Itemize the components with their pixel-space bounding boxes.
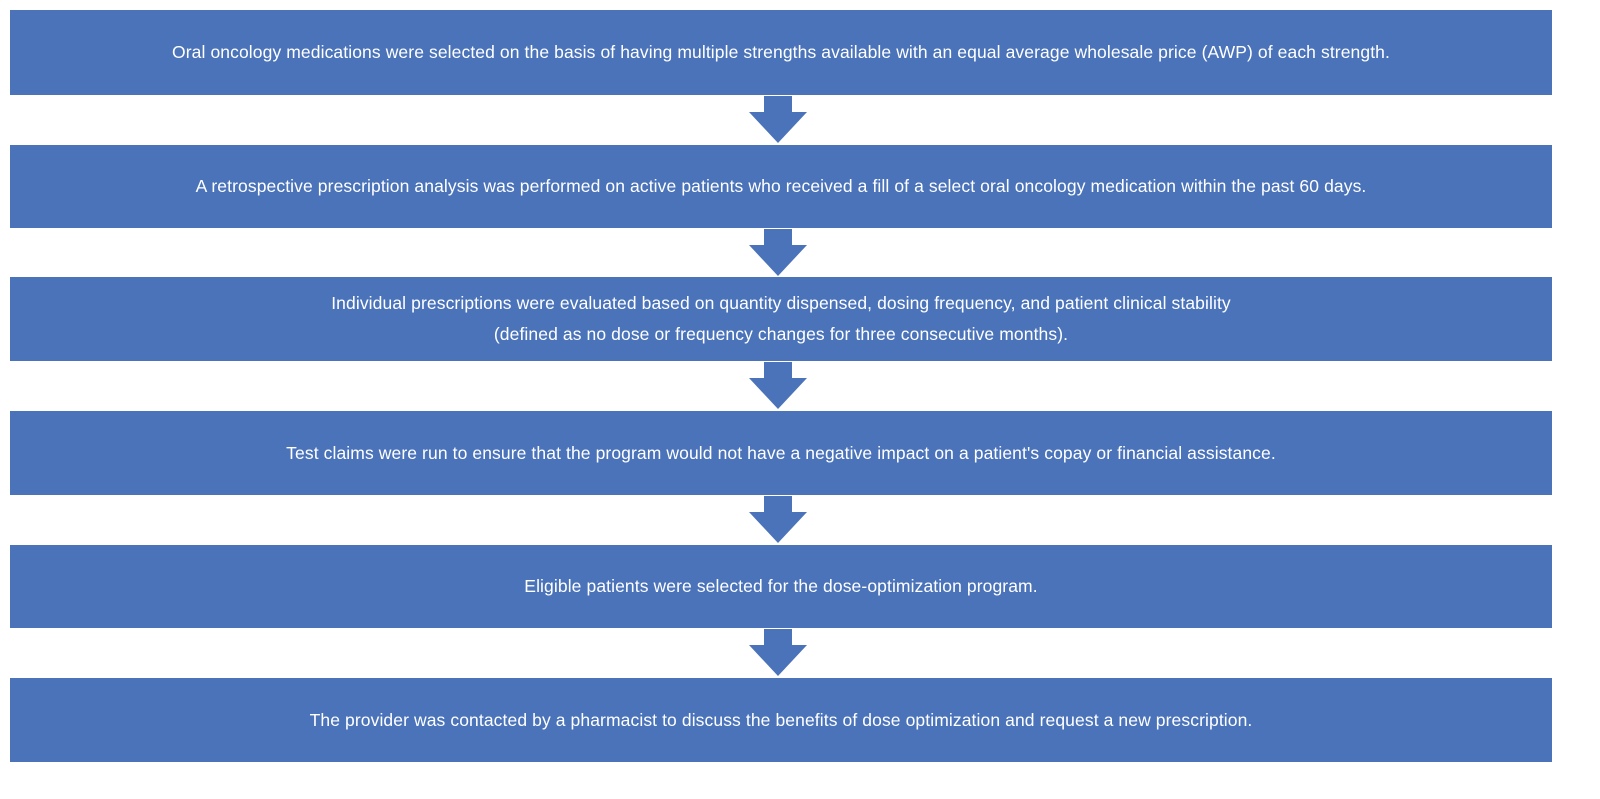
down-arrow-2	[749, 229, 807, 276]
step-1-text: Oral oncology medications were selected …	[172, 42, 1390, 63]
step-4-box: Test claims were run to ensure that the …	[10, 411, 1552, 495]
step-5-box: Eligible patients were selected for the …	[10, 545, 1552, 628]
step-1-box: Oral oncology medications were selected …	[10, 10, 1552, 95]
step-3-text-line-1: Individual prescriptions were evaluated …	[331, 293, 1231, 314]
step-2-box: A retrospective prescription analysis wa…	[10, 145, 1552, 228]
step-3-box: Individual prescriptions were evaluated …	[10, 277, 1552, 361]
down-arrow-5	[749, 629, 807, 676]
step-4-text: Test claims were run to ensure that the …	[286, 442, 1276, 463]
down-arrow-1	[749, 96, 807, 143]
step-3-text-line-2: (defined as no dose or frequency changes…	[493, 324, 1069, 344]
down-arrow-4	[749, 496, 807, 543]
down-arrow-3	[749, 362, 807, 409]
step-2-text: A retrospective prescription analysis wa…	[195, 176, 1367, 197]
step-6-text: The provider was contacted by a pharmaci…	[309, 709, 1253, 730]
step-6-box: The provider was contacted by a pharmaci…	[10, 678, 1552, 762]
step-5-text: Eligible patients were selected for the …	[524, 576, 1038, 597]
